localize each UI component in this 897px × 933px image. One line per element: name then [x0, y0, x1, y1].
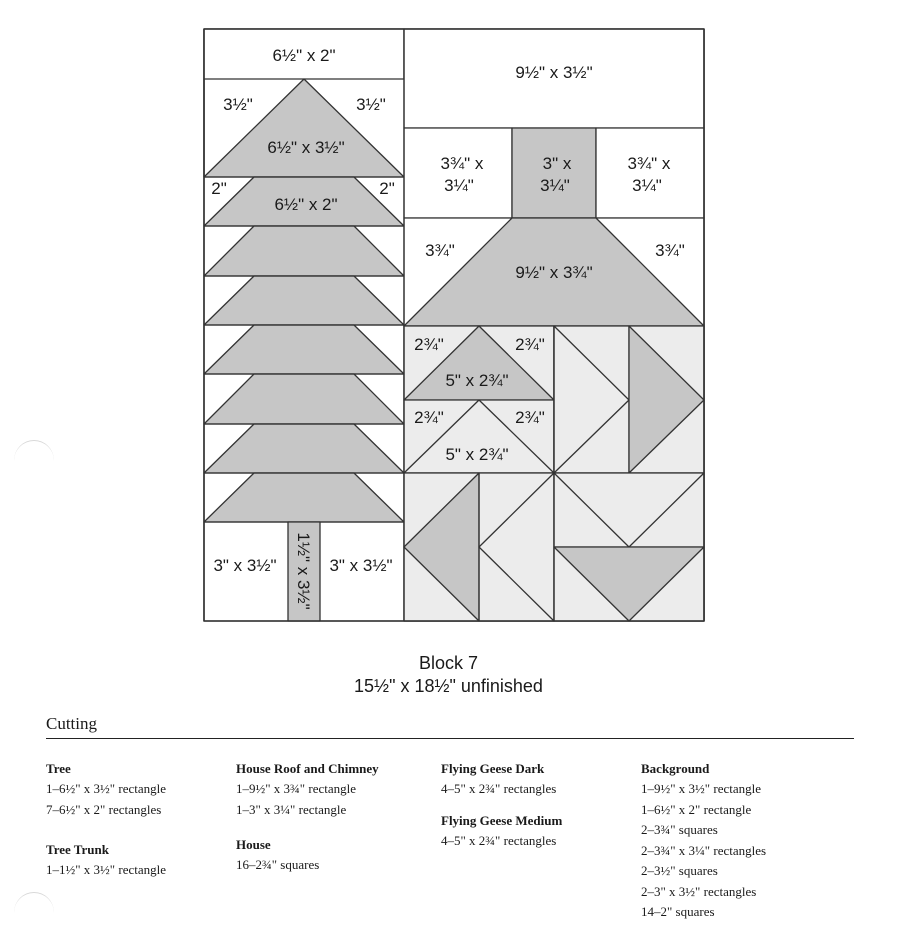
cutting-column-house: House Roof and Chimney 1–9½" x 3¾" recta…: [236, 759, 379, 876]
label-roof: 9½" x 3¾": [515, 263, 592, 282]
flying-geese-dark-title: Flying Geese Dark: [441, 761, 545, 776]
house-item: 16–2¾" squares: [236, 857, 320, 872]
flying-geese-medium-item: 4–5" x 2¾" rectangles: [441, 832, 557, 848]
cutting-column-background: Background 1–9½" x 3½" rectangle 1–6½" x…: [641, 759, 766, 923]
house-title: House: [236, 837, 271, 852]
goose-7: [553, 472, 705, 548]
cutting-heading: Cutting: [46, 714, 98, 733]
tree-title: Tree: [46, 761, 71, 776]
binder-hole-mark: [14, 440, 54, 481]
background-item: 1–6½" x 2" rectangle: [641, 801, 752, 817]
chimney-right: [595, 127, 705, 219]
label-goose1-right: 2¾": [515, 335, 545, 354]
chimney: [511, 127, 597, 219]
label-goose2-left: 2¾": [414, 408, 444, 427]
background-item: 1–9½" x 3½" rectangle: [641, 781, 761, 796]
label-tree-right-corner-2: 2": [379, 179, 395, 198]
background-item: 2–3¾" x 3¼" rectangles: [641, 842, 767, 858]
diagram-shapes: [203, 28, 705, 622]
label-tree-top-rect: 6½" x 2": [272, 46, 335, 65]
tree-trunk-title: Tree Trunk: [46, 842, 109, 857]
label-goose1-left: 2¾": [414, 335, 444, 354]
background-item: 2–3½" squares: [641, 863, 718, 878]
cutting-column-geese: Flying Geese Dark 4–5" x 2¾" rectangles …: [441, 759, 562, 851]
label-chimney-left-a: 3¾" x: [441, 154, 484, 173]
label-chimney-right-a: 3¾" x: [628, 154, 671, 173]
cutting-divider: [46, 738, 854, 739]
label-tree-left-corner-2: 2": [211, 179, 227, 198]
goose-4: [628, 325, 705, 474]
label-tree-second-tier: 6½" x 2": [274, 195, 337, 214]
label-tree-left-corner-1: 3½": [223, 95, 253, 114]
tree-trunk-item: 1–1½" x 3½" rectangle: [46, 862, 166, 877]
house-roof-chimney-item: 1–3" x 3¼" rectangle: [236, 801, 347, 817]
block-diagram: 6½" x 2" 3½" 3½" 6½" x 3½" 2" 2" 6½" x 2…: [203, 28, 705, 622]
label-chimney-left-b: 3¼": [444, 176, 474, 195]
background-title: Background: [641, 761, 710, 776]
label-roof-right-corner: 3¾": [655, 241, 685, 260]
flying-geese-dark-item: 4–5" x 2¾" rectangles: [441, 781, 557, 796]
label-goose2: 5" x 2¾": [445, 445, 508, 464]
label-trunk: 1½" x 3½": [294, 532, 313, 609]
label-chimney-b: 3¼": [540, 176, 570, 195]
label-house-top-rect: 9½" x 3½": [515, 63, 592, 82]
label-goose1: 5" x 2¾": [445, 371, 508, 390]
label-roof-left-corner: 3¾": [425, 241, 455, 260]
label-trunk-right: 3" x 3½": [329, 556, 392, 575]
block-name: Block 7: [418, 653, 479, 673]
binder-hole-mark: [14, 892, 54, 933]
block-size: 15½" x 18½" unfinished: [354, 676, 543, 696]
label-tree-top-triangle: 6½" x 3½": [267, 138, 344, 157]
tree-top-rect: [203, 28, 405, 80]
chimney-left: [403, 127, 513, 219]
background-item: 2–3" x 3½" rectangles: [641, 883, 757, 899]
tree-trunk: [287, 521, 321, 622]
label-trunk-left: 3" x 3½": [213, 556, 276, 575]
background-item: 14–2" squares: [641, 904, 715, 919]
label-tree-right-corner-1: 3½": [356, 95, 386, 114]
label-goose2-right: 2¾": [515, 408, 545, 427]
goose-8: [553, 546, 705, 622]
house-roof-chimney-item: 1–9½" x 3¾" rectangle: [236, 781, 356, 796]
tree-item: 1–6½" x 3½" rectangle: [46, 781, 166, 796]
label-chimney-right-b: 3¼": [632, 176, 662, 195]
cutting-column-tree: Tree 1–6½" x 3½" rectangle 7–6½" x 2" re…: [46, 759, 166, 881]
tree-item: 7–6½" x 2" rectangles: [46, 801, 162, 817]
house-roof-chimney-title: House Roof and Chimney: [236, 761, 379, 776]
flying-geese-medium-title: Flying Geese Medium: [441, 812, 563, 828]
label-chimney-a: 3" x: [543, 154, 572, 173]
background-item: 2–3¾" squares: [641, 822, 718, 837]
